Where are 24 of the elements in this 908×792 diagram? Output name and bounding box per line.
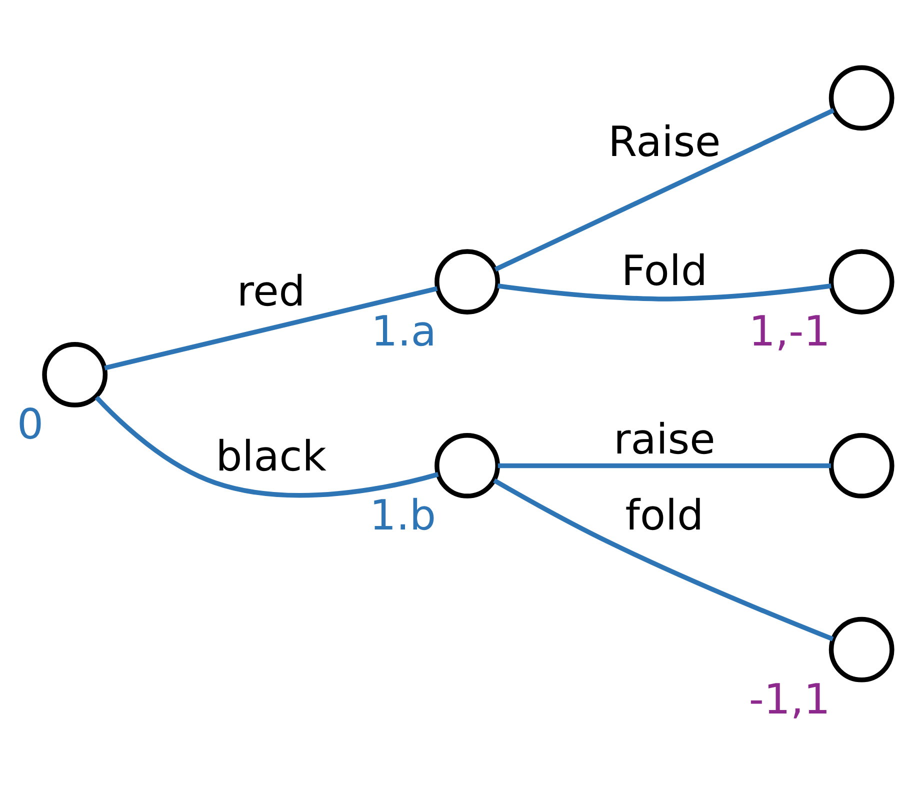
connector <box>498 462 831 468</box>
edge-label: fold <box>625 490 704 539</box>
connector <box>94 395 439 498</box>
node-circle <box>828 64 894 130</box>
node-label: 1.b <box>370 490 436 539</box>
edge-label: Raise <box>608 116 721 166</box>
node-label: -1,1 <box>748 674 830 723</box>
node-circle <box>828 616 894 682</box>
edge-label: black <box>216 431 326 480</box>
connector <box>497 283 832 301</box>
connector <box>493 478 834 641</box>
edge-label: Fold <box>621 245 708 294</box>
node-label: 1.a <box>371 306 436 356</box>
edge-label: red <box>236 266 306 316</box>
node-circle <box>828 248 894 314</box>
connector <box>104 286 438 370</box>
edge-label: raise <box>614 414 716 464</box>
node-circle <box>828 432 894 498</box>
connector <box>494 108 835 272</box>
node-circle <box>434 432 500 498</box>
node-label: 0 <box>17 398 44 448</box>
node-label: 1,-1 <box>748 306 830 356</box>
node-circle <box>42 342 108 407</box>
node-circle <box>434 248 500 314</box>
